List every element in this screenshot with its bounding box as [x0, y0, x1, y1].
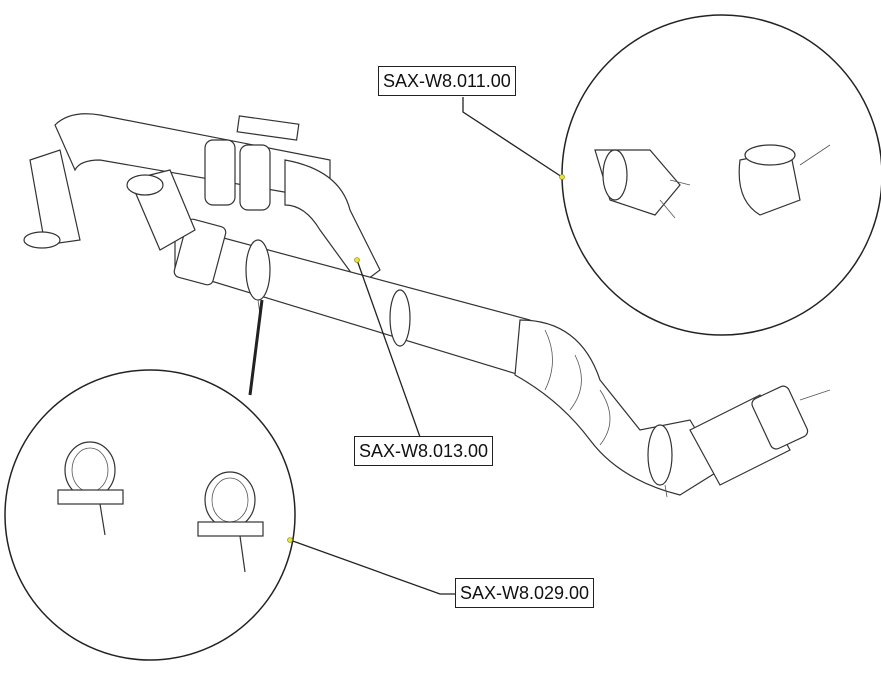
detail-circle-connectors	[561, 14, 881, 336]
callout-label-sax-w8-011: SAX-W8.011.00	[378, 66, 516, 96]
leader-lines	[248, 97, 563, 595]
callout-label-sax-w8-013: SAX-W8.013.00	[354, 436, 494, 466]
leader-dots	[287, 174, 565, 543]
detail-circle-clamps	[4, 369, 296, 661]
pipe-clamp-right	[647, 424, 673, 486]
pipe-assembly	[23, 113, 831, 498]
callout-label-sax-w8-029: SAX-W8.029.00	[455, 578, 595, 608]
pipe-clamp-left	[245, 239, 271, 301]
